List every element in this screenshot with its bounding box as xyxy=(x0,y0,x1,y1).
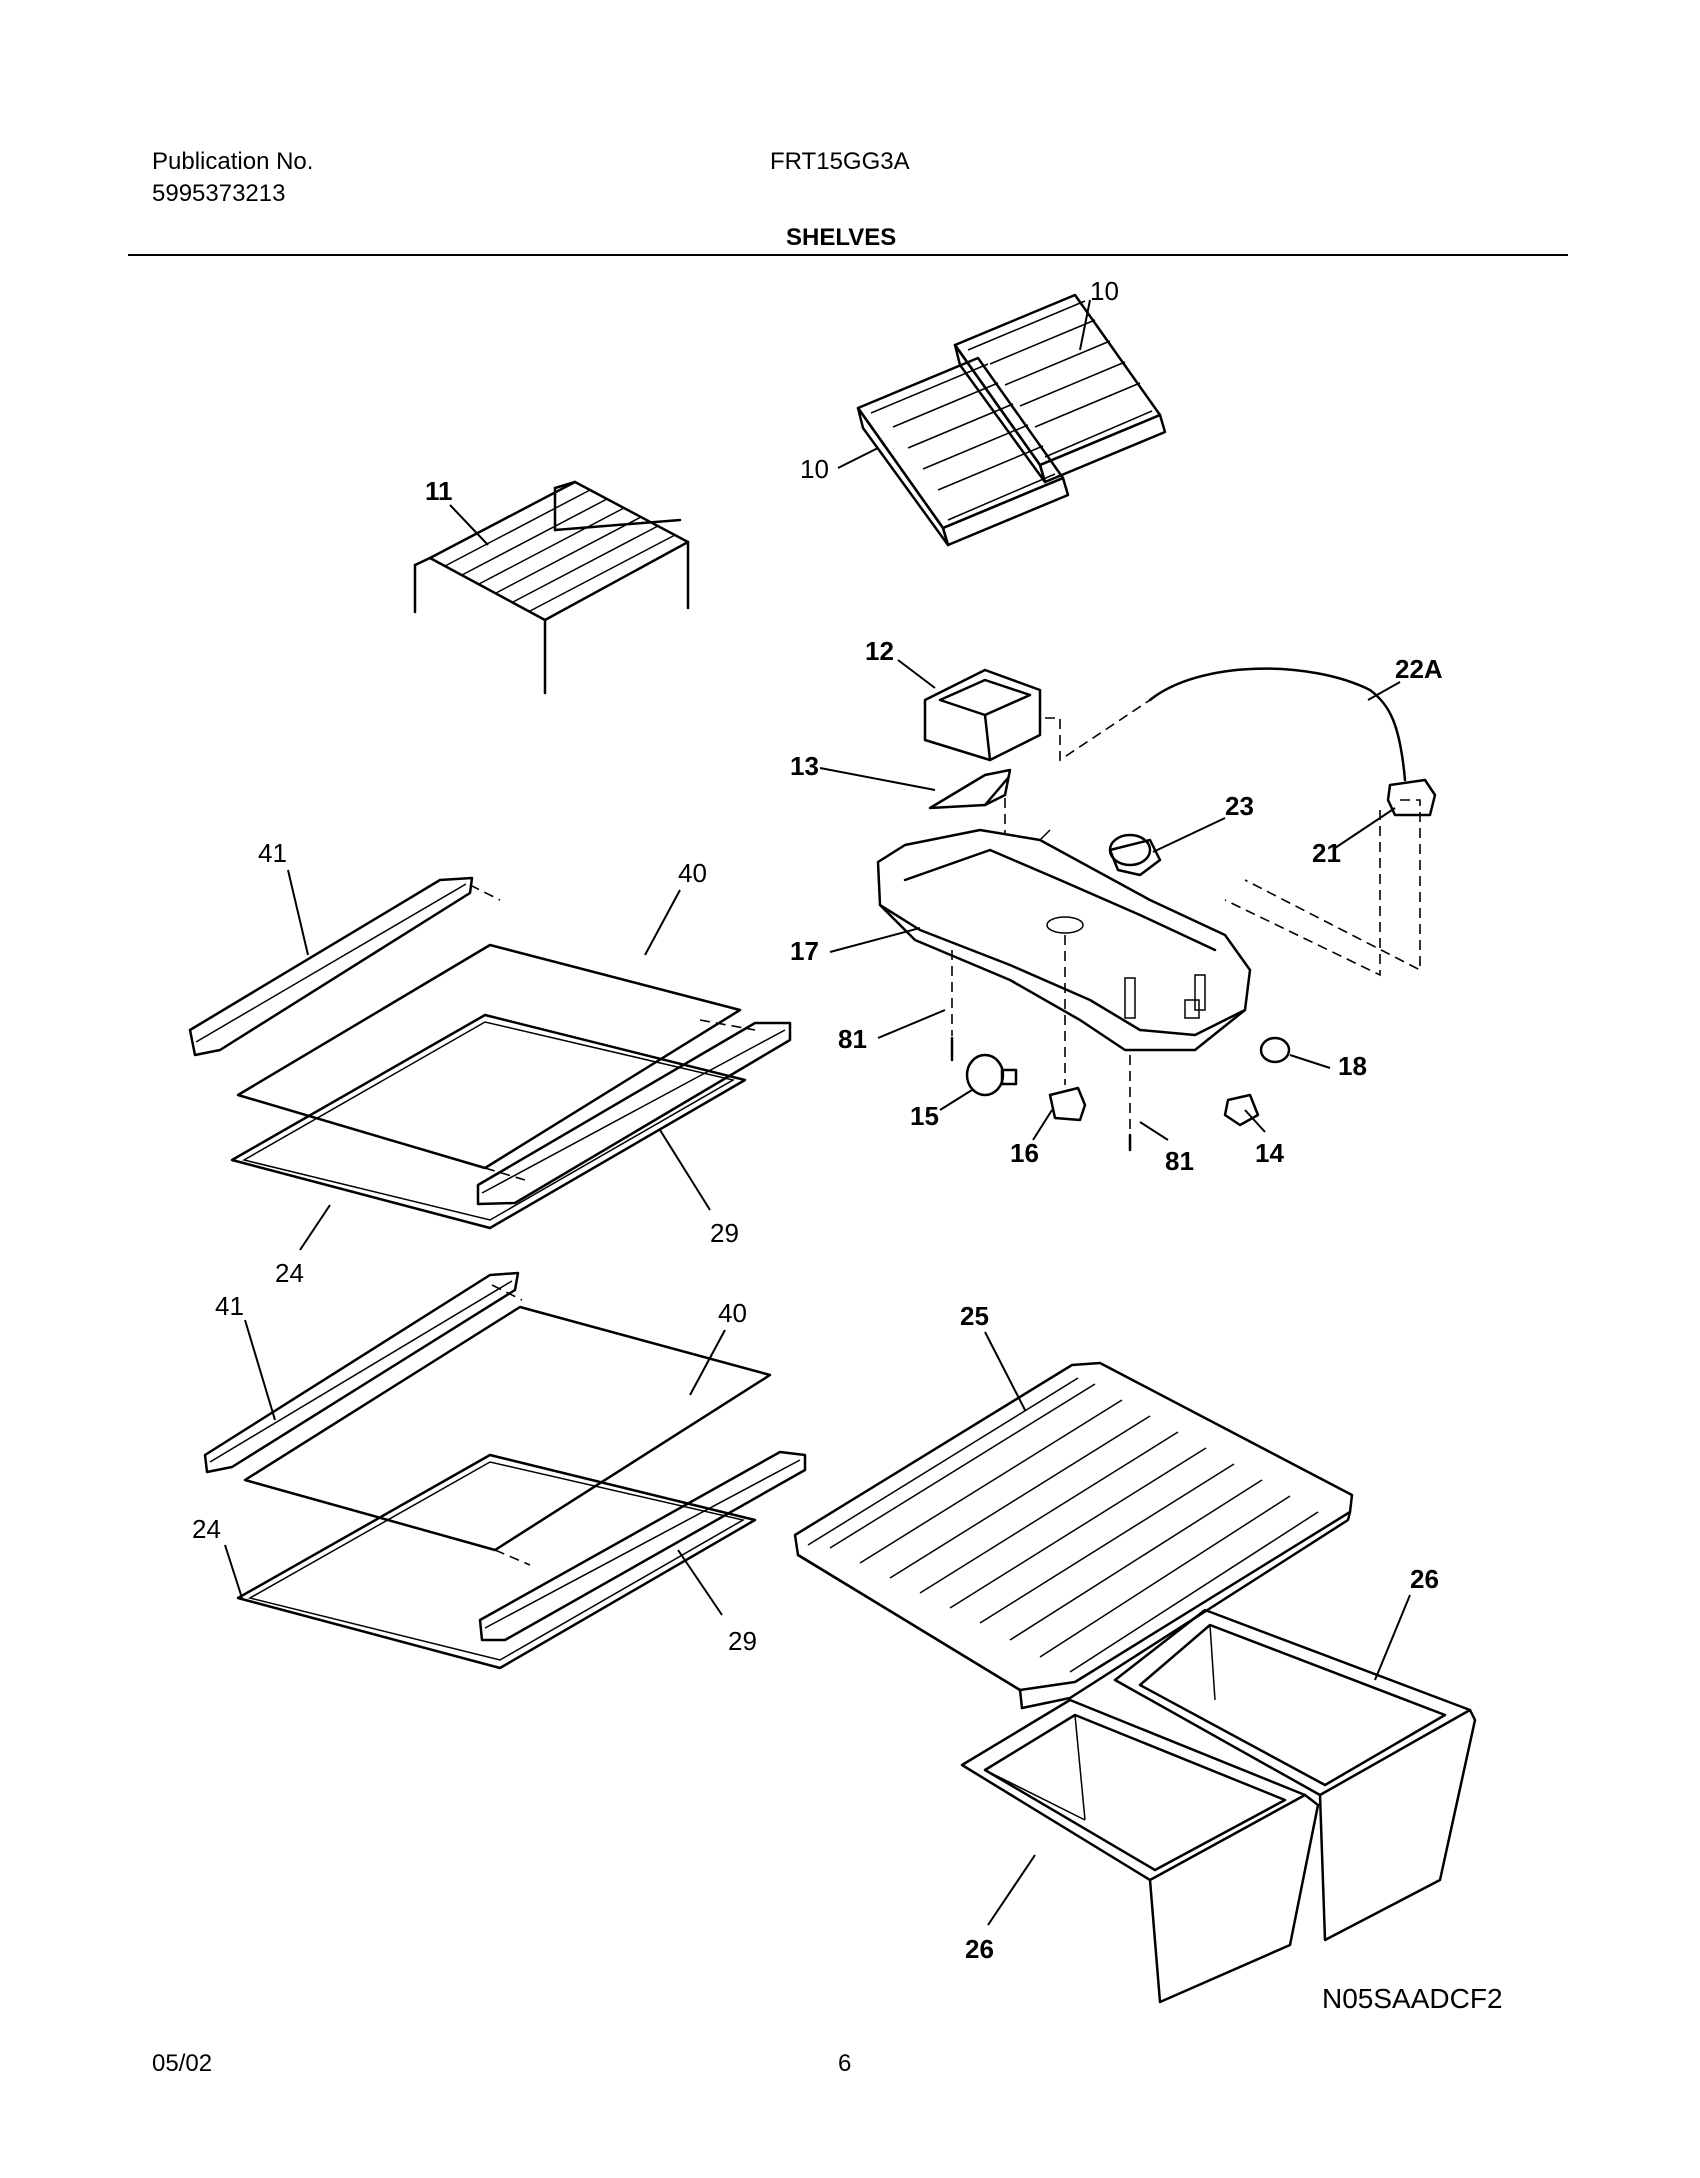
shelf-frame-24-upper xyxy=(230,1013,747,1230)
callout-21: 21 xyxy=(1312,838,1341,868)
page-number: 6 xyxy=(838,2050,852,2077)
callout-15: 15 xyxy=(910,1101,939,1131)
glass-panel-40-upper xyxy=(236,943,742,1170)
callout-13: 13 xyxy=(790,751,819,781)
light-switch xyxy=(1386,778,1437,817)
header-rule xyxy=(128,254,1568,256)
callout-10-upper: 10 xyxy=(1090,276,1119,306)
callout-40-lower: 40 xyxy=(718,1298,747,1328)
callout-24-lower: 24 xyxy=(192,1514,221,1544)
crisper-drawer-left xyxy=(960,1698,1320,2004)
defrost-switch xyxy=(1223,1093,1260,1127)
shelf-rail-29-upper xyxy=(476,1021,792,1206)
ice-bucket xyxy=(923,668,1042,762)
shelf-rail-41-upper xyxy=(188,876,474,1057)
thermostat-control xyxy=(1108,833,1162,877)
callout-23: 23 xyxy=(1225,791,1254,821)
glass-panel-40-lower xyxy=(243,1305,772,1552)
footer-date: 05/02 xyxy=(152,2050,213,2077)
publication-number: 5995373213 xyxy=(152,180,286,207)
callout-12: 12 xyxy=(865,636,894,666)
callout-41-lower: 41 xyxy=(215,1291,244,1321)
power-cord xyxy=(1148,667,1407,782)
callout-16: 16 xyxy=(1010,1138,1039,1168)
assembly-lines xyxy=(951,699,1421,1132)
shelf-rail-41-lower xyxy=(203,1271,520,1474)
dash-shelf-upper-a xyxy=(469,884,501,901)
callout-26-right: 26 xyxy=(1410,1564,1439,1594)
callout-17: 17 xyxy=(790,936,819,966)
section-title: SHELVES xyxy=(786,224,897,251)
dash-shelf-upper-c xyxy=(699,1019,756,1031)
ice-tray-lower xyxy=(856,356,1070,547)
dash-shelf-lower-a xyxy=(491,1284,523,1301)
ice-chute xyxy=(928,768,1012,810)
callout-41-upper: 41 xyxy=(258,838,287,868)
callout-18: 18 xyxy=(1338,1051,1367,1081)
callout-leaders xyxy=(224,299,1411,1926)
lamp-socket xyxy=(1048,1086,1087,1122)
shelf-frame-24-lower xyxy=(236,1453,757,1670)
shelf-rail-29-lower xyxy=(478,1450,807,1642)
ice-tray-upper xyxy=(953,293,1167,484)
callout-29-upper: 29 xyxy=(710,1218,739,1248)
callout-11: 11 xyxy=(425,476,453,506)
callout-24-upper: 24 xyxy=(275,1258,304,1288)
diagram-code: N05SAADCF2 xyxy=(1322,1983,1503,2014)
callout-10-lower: 10 xyxy=(800,454,829,484)
thermostat-knob xyxy=(1259,1036,1291,1064)
dash-shelf-upper-b xyxy=(484,1167,526,1181)
light-bulb xyxy=(965,1053,1018,1097)
crisper-cover xyxy=(793,1361,1354,1710)
callout-81-left: 81 xyxy=(838,1024,867,1054)
callout-22a: 22A xyxy=(1395,654,1443,684)
dash-shelf-lower-b xyxy=(494,1549,531,1566)
callout-14: 14 xyxy=(1255,1138,1284,1168)
crisper-drawer-right xyxy=(1113,1608,1477,1942)
callout-81-right: 81 xyxy=(1165,1146,1194,1176)
wire-shelf xyxy=(413,480,690,695)
callout-29-lower: 29 xyxy=(728,1626,757,1656)
publication-label: Publication No. xyxy=(152,148,314,175)
callout-26-left: 26 xyxy=(965,1934,994,1964)
model-number: FRT15GG3A xyxy=(770,148,910,175)
callout-40-upper: 40 xyxy=(678,858,707,888)
callout-25: 25 xyxy=(960,1301,989,1331)
control-housing xyxy=(876,828,1252,1052)
